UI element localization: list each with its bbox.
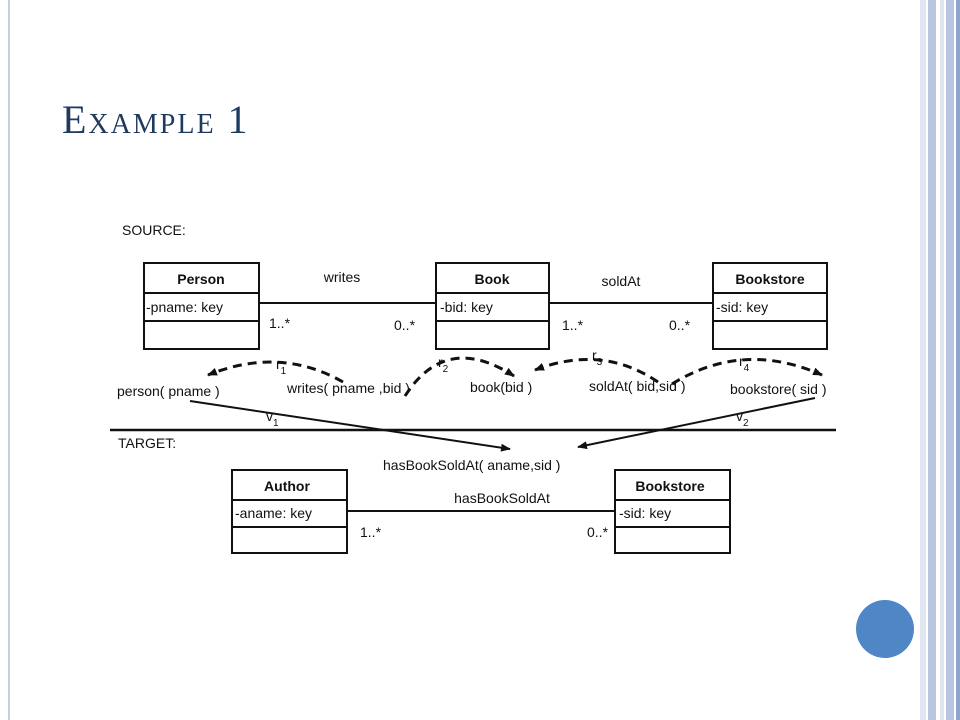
association-soldat-left-mult: 1..* xyxy=(562,317,584,333)
view-label-v2: v2 xyxy=(736,408,749,429)
view-line-v2 xyxy=(577,397,816,450)
association-writes-right-mult: 0..* xyxy=(394,317,416,333)
class-bookstore-source: Bookstore -sid: key xyxy=(712,262,828,350)
association-writes-label: writes xyxy=(323,269,361,285)
class-person-name: Person xyxy=(177,271,224,287)
class-author-name: Author xyxy=(264,478,310,494)
target-label: TARGET: xyxy=(118,435,176,451)
rule-arrow-r3 xyxy=(534,357,659,384)
class-person: Person -pname: key xyxy=(143,262,260,350)
rule-arrow-r4 xyxy=(671,358,823,386)
association-soldat-label: soldAt xyxy=(602,273,641,289)
rule-arrows xyxy=(207,356,823,397)
class-person-attr: -pname: key xyxy=(146,299,223,315)
relation-bookstore: bookstore( sid ) xyxy=(730,381,826,397)
source-label: SOURCE: xyxy=(122,222,186,238)
class-bookstore-source-attr: -sid: key xyxy=(716,299,768,315)
association-hasbooksoldat-left-mult: 1..* xyxy=(360,524,382,540)
association-writes: writes 1..* 0..* xyxy=(259,269,436,333)
slide-title: Example 1 xyxy=(62,97,250,142)
class-book-name: Book xyxy=(475,271,510,287)
class-bookstore-target-name: Bookstore xyxy=(635,478,704,494)
class-bookstore-source-name: Bookstore xyxy=(735,271,804,287)
view-label-v1: v1 xyxy=(266,408,279,429)
relation-person: person( pname ) xyxy=(117,383,220,399)
view-line-v1 xyxy=(189,400,511,452)
relation-writes: writes( pname ,bid ) xyxy=(286,380,410,396)
rule-arrow-r1 xyxy=(207,360,344,384)
association-soldat-right-mult: 0..* xyxy=(669,317,691,333)
relation-soldat: soldAt( bid,sid ) xyxy=(589,378,685,394)
relation-target: hasBookSoldAt( aname,sid ) xyxy=(383,457,560,473)
class-bookstore-target: Bookstore -sid: key xyxy=(614,469,731,554)
association-hasbooksoldat: hasBookSoldAt 1..* 0..* xyxy=(347,490,615,540)
relation-book: book(bid ) xyxy=(470,379,532,395)
association-writes-left-mult: 1..* xyxy=(269,315,291,331)
association-hasbooksoldat-right-mult: 0..* xyxy=(587,524,609,540)
class-book-attr: -bid: key xyxy=(440,299,493,315)
rule-label-r1: r1 xyxy=(276,356,287,377)
decorative-stripes xyxy=(916,0,960,720)
rule-label-r3: r3 xyxy=(592,347,603,368)
association-soldat: soldAt 1..* 0..* xyxy=(549,273,713,333)
class-book: Book -bid: key xyxy=(435,262,550,350)
rule-arrow-r2 xyxy=(403,356,515,397)
class-author: Author -aname: key xyxy=(231,469,348,554)
rule-label-r4: r4 xyxy=(739,353,750,374)
left-border-line xyxy=(8,0,10,720)
class-author-attr: -aname: key xyxy=(235,505,312,521)
association-hasbooksoldat-label: hasBookSoldAt xyxy=(454,490,550,506)
class-bookstore-target-attr: -sid: key xyxy=(619,505,671,521)
rule-label-r2: r2 xyxy=(438,354,449,375)
accent-circle xyxy=(856,600,914,658)
